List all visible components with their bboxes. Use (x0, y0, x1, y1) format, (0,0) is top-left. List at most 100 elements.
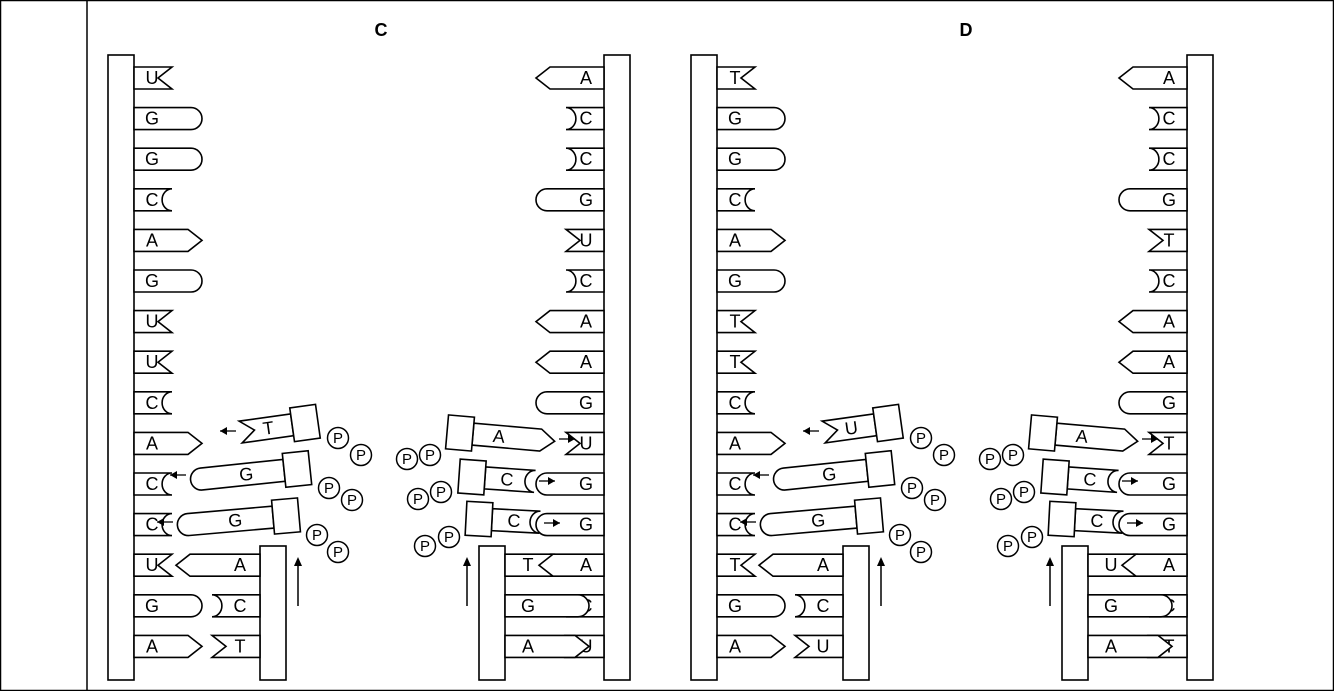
left-strand-base-label: G (728, 149, 742, 169)
base-round-shape (133, 147, 203, 171)
phosphate-circle (418, 443, 442, 467)
incoming-base-label: T (262, 417, 276, 438)
phosphate-label: P (347, 492, 357, 509)
phosphate-circle (909, 426, 933, 450)
phosphate-circle (900, 476, 924, 500)
base-arrow-shape (534, 309, 605, 334)
base-round-shape (716, 269, 786, 293)
base-cup-shape (1073, 507, 1124, 534)
left-strand-base-label: T (730, 555, 741, 575)
left-strand-base: G (716, 147, 786, 171)
base-arrow-shape (1117, 309, 1188, 334)
right-strand-base-label: C (1163, 271, 1176, 291)
left-strand-base-label: U (146, 68, 159, 88)
phosphate-circle (305, 523, 329, 547)
incoming-nucleotide-right: C (464, 500, 541, 538)
right-primer-base-label: G (521, 596, 535, 616)
base-cup-shape (565, 106, 605, 131)
right-strand-base-label: G (1162, 393, 1176, 413)
sugar-box (456, 458, 488, 496)
left-strand-base: U (133, 350, 175, 375)
base-cup-shape (565, 147, 605, 171)
incoming-base-label: U (844, 417, 860, 439)
right-strand-base (534, 309, 605, 334)
phosphate-label: P (1003, 538, 1013, 555)
sugar-box (288, 403, 322, 443)
right-strand-base-label: G (1162, 190, 1176, 210)
right-primer-base (504, 553, 556, 578)
left-strand-base-label: U (146, 352, 159, 372)
phosphate-circle (395, 447, 419, 471)
left-strand-base-label: T (730, 312, 741, 332)
sugar-box (864, 449, 896, 489)
base-round-shape (189, 458, 287, 491)
right-strand-base-label: G (579, 393, 593, 413)
base-round-shape (535, 472, 605, 496)
base-round-shape (716, 147, 786, 171)
left-strand-base-label: T (730, 352, 741, 372)
left-strand-base: A (716, 431, 787, 456)
base-round-shape (133, 593, 203, 618)
right-primer-backbone (478, 545, 506, 681)
arrowhead (568, 435, 575, 443)
phosphate-circle (326, 540, 350, 564)
left-primer-backbone (259, 545, 287, 681)
right-strand-base-label: T (1164, 230, 1175, 250)
left-primer-base-label: U (817, 636, 830, 656)
up-arrowhead (1046, 557, 1054, 566)
right-strand-base-label: C (1163, 109, 1176, 129)
phosphate-label: P (333, 430, 343, 447)
arrowhead (753, 471, 760, 479)
left-strand-base-label: A (146, 433, 158, 453)
right-primer-base-label: T (523, 555, 534, 575)
incoming-nucleotide-right: A (444, 414, 556, 452)
phosphate-label: P (939, 447, 949, 464)
base-notch-shape (1087, 553, 1139, 578)
left-strand-base-label: A (146, 636, 158, 656)
left-strand-base: C (716, 512, 756, 537)
base-arrow-shape (1117, 350, 1188, 375)
left-strand-base: A (716, 228, 787, 253)
incoming-base-label: C (500, 469, 514, 490)
incoming-nucleotide-right: C (456, 458, 536, 496)
phosphate-circle (909, 540, 933, 564)
right-strand-base (1117, 309, 1188, 334)
left-primer-base (792, 634, 844, 659)
base-round-shape (772, 458, 870, 491)
right-strand-base-label: G (1162, 474, 1176, 494)
base-notch-shape (133, 350, 175, 375)
base-cup-shape (716, 188, 756, 212)
left-strand-base: C (716, 188, 756, 212)
base-cup-shape (1148, 269, 1188, 293)
incoming-base-label: G (821, 464, 837, 485)
left-strand-base: C (133, 512, 173, 537)
base-round-shape (535, 390, 605, 415)
base-arrow-shape (534, 66, 605, 90)
left-strand-base: U (133, 309, 175, 334)
left-strand-base-label: C (146, 515, 159, 535)
sugar-box (1047, 500, 1077, 538)
right-strand-base-label: A (1163, 352, 1175, 372)
phosphate-label: P (1019, 484, 1029, 501)
left-strand-base: C (133, 472, 173, 496)
base-notch-shape (133, 309, 175, 334)
base-cup-shape (1148, 147, 1188, 171)
incoming-base-label: G (227, 510, 243, 531)
sugar-box (281, 449, 313, 489)
incoming-base-label: A (1075, 426, 1089, 447)
phosphate-circle (317, 476, 341, 500)
base-arrow-shape (1117, 66, 1188, 90)
arrowhead (157, 518, 164, 526)
left-strand-base-label: C (146, 474, 159, 494)
left-strand-base: G (716, 593, 786, 618)
right-strand-base (565, 147, 605, 171)
phosphate-circle (923, 488, 947, 512)
phosphate-circle (1020, 525, 1044, 549)
phosphate-label: P (1008, 447, 1018, 464)
phosphate-circle (1012, 480, 1036, 504)
left-primer-base-label: C (234, 596, 247, 616)
right-strand-base-label: G (579, 474, 593, 494)
base-cup-shape (211, 593, 261, 618)
base-round-shape (535, 512, 605, 537)
incoming-nucleotide-left: G (772, 449, 896, 491)
